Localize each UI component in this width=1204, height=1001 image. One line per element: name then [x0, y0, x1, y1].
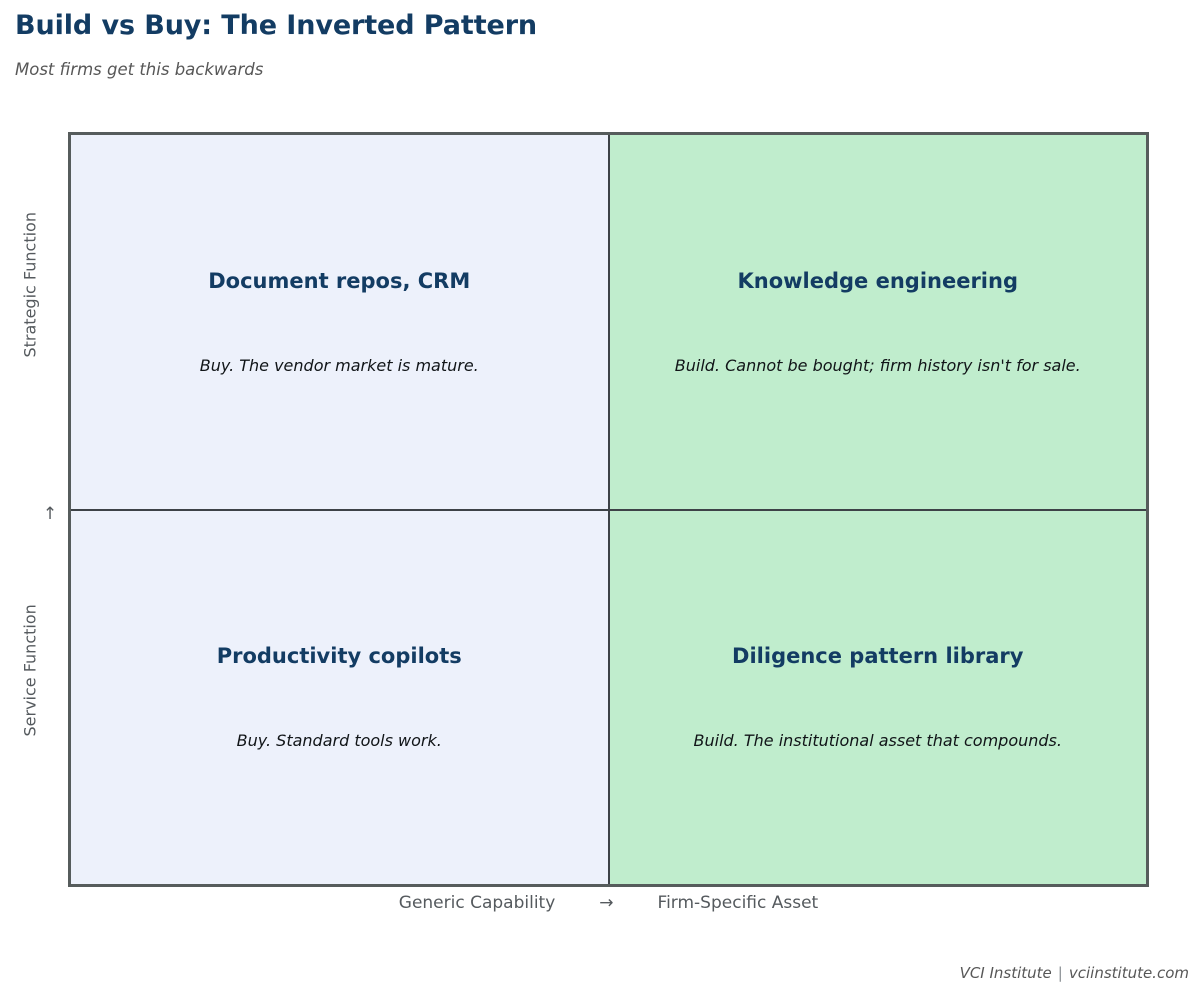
page-subtitle: Most firms get this backwards: [15, 60, 264, 79]
quadrant-top-left: Document repos, CRM Buy. The vendor mark…: [71, 135, 609, 510]
x-axis-label-firm-specific-asset: Firm-Specific Asset: [657, 893, 819, 913]
quadrant-description: Build. The institutional asset that comp…: [693, 731, 1062, 751]
footer-attribution: VCI Institute | vciinstitute.com: [960, 964, 1189, 982]
footer-website: vciinstitute.com: [1068, 964, 1189, 982]
quadrant-description: Buy. The vendor market is mature.: [199, 355, 479, 375]
footer-separator: |: [1057, 964, 1063, 982]
footer-org: VCI Institute: [959, 964, 1052, 982]
y-axis-arrow-up-icon: ↑: [42, 504, 58, 524]
quadrant-title: Knowledge engineering: [737, 268, 1018, 293]
y-axis-label-strategic-function: Strategic Function: [20, 212, 40, 358]
quadrant-bottom-left: Productivity copilots Buy. Standard tool…: [71, 509, 609, 884]
quadrant-title: Document repos, CRM: [208, 268, 471, 293]
y-axis-label-service-function: Service Function: [20, 604, 40, 737]
quadrant-title: Diligence pattern library: [732, 644, 1024, 669]
x-axis-arrow-right-icon: →: [599, 893, 614, 913]
x-axis-label-generic-capability: Generic Capability: [398, 893, 556, 913]
quadrant-top-right: Knowledge engineering Build. Cannot be b…: [608, 135, 1146, 510]
quadrant-description: Buy. Standard tools work.: [236, 731, 442, 751]
x-axis: Generic Capability → Firm-Specific Asset: [68, 893, 1149, 913]
quadrant-description: Build. Cannot be bought; firm history is…: [674, 355, 1081, 375]
quadrant-bottom-right: Diligence pattern library Build. The ins…: [608, 509, 1146, 884]
page-title: Build vs Buy: The Inverted Pattern: [15, 10, 538, 41]
build-vs-buy-matrix: Document repos, CRM Buy. The vendor mark…: [68, 132, 1149, 887]
quadrant-title: Productivity copilots: [216, 644, 462, 669]
